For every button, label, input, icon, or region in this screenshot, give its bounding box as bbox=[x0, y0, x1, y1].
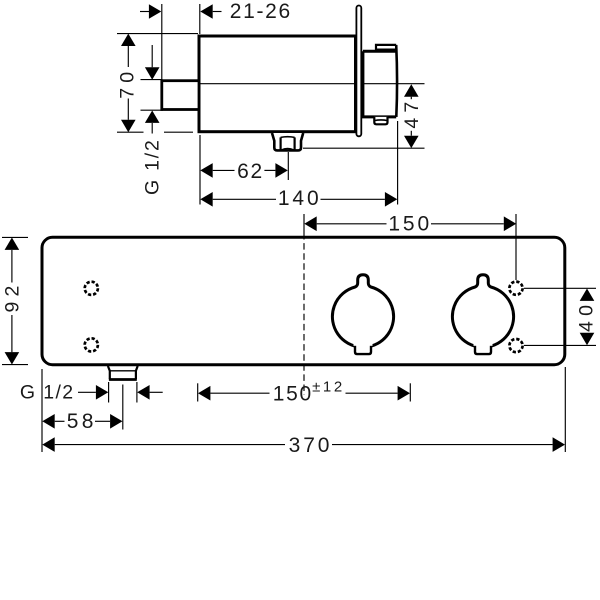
svg-text:±12: ±12 bbox=[312, 378, 345, 395]
svg-text:47: 47 bbox=[401, 97, 423, 129]
svg-text:G 1/2: G 1/2 bbox=[20, 381, 75, 403]
svg-text:370: 370 bbox=[289, 434, 333, 457]
svg-text:58: 58 bbox=[67, 410, 97, 433]
svg-text:62: 62 bbox=[237, 160, 264, 183]
svg-text:40: 40 bbox=[576, 300, 598, 332]
svg-text:70: 70 bbox=[117, 67, 139, 99]
svg-text:150: 150 bbox=[388, 212, 432, 235]
svg-text:92: 92 bbox=[1, 280, 23, 312]
svg-text:140: 140 bbox=[278, 187, 322, 210]
svg-text:G 1/2: G 1/2 bbox=[142, 138, 164, 195]
svg-text:21-26: 21-26 bbox=[230, 0, 292, 23]
svg-text:150: 150 bbox=[273, 382, 313, 405]
